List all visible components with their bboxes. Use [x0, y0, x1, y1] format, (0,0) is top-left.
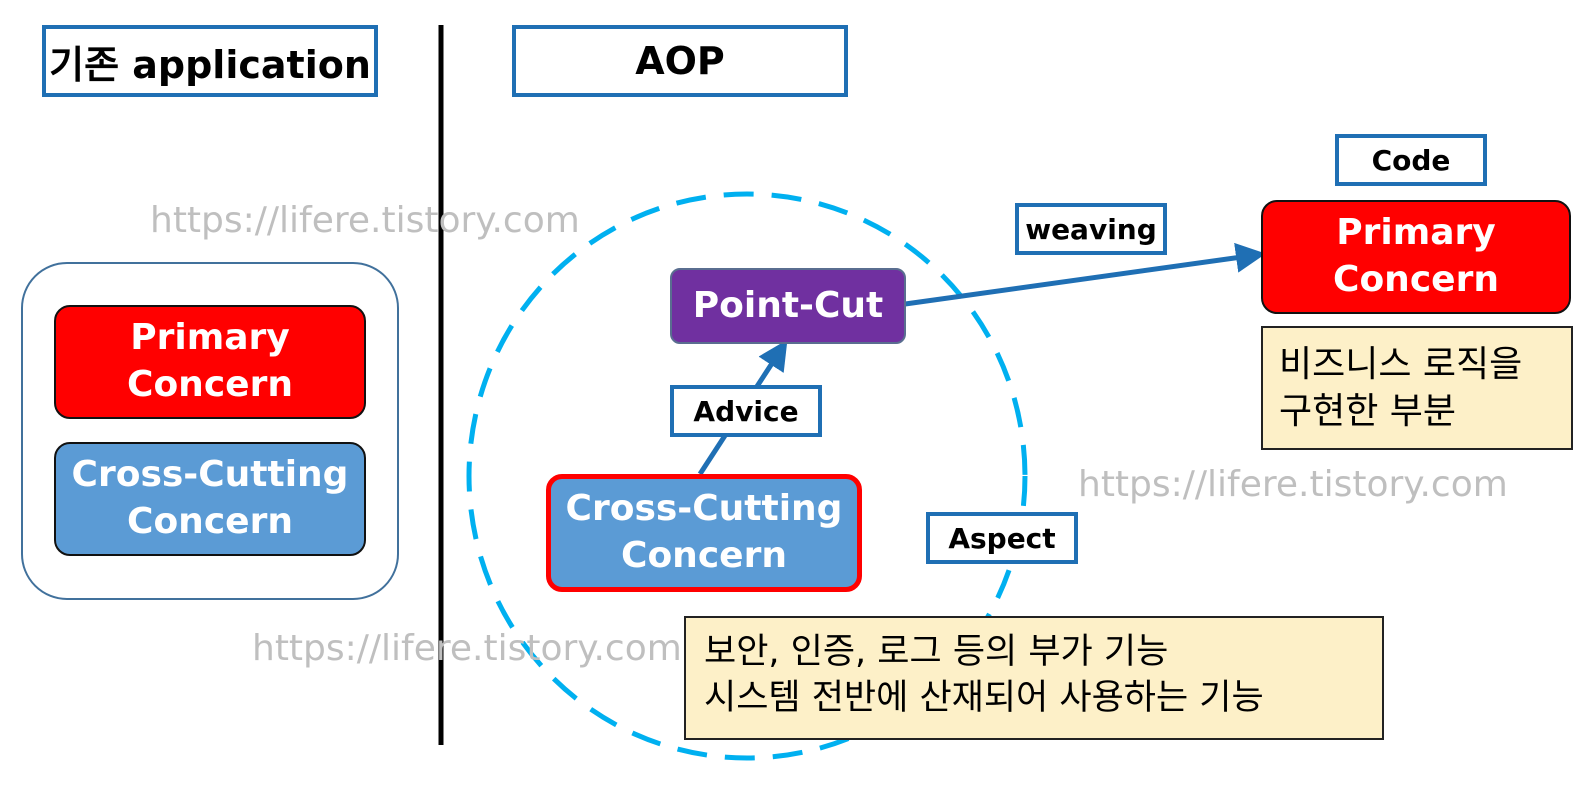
left-cross-cutting-concern: Cross-Cutting Concern: [54, 442, 366, 556]
cross-cutting-concern: Cross-Cutting Concern: [546, 474, 862, 592]
advice-label: Advice: [670, 385, 822, 437]
watermark-top-left: https://lifere.tistory.com: [150, 200, 580, 241]
weaving-label: weaving: [1015, 203, 1167, 255]
advice-text: Advice: [693, 394, 799, 428]
right-header: AOP: [512, 25, 848, 97]
watermark-right: https://lifere.tistory.com: [1078, 464, 1508, 505]
cross-line1: Cross-Cutting: [565, 488, 843, 530]
code-primary-line2: Concern: [1333, 259, 1499, 300]
point-cut-box: Point-Cut: [670, 268, 906, 344]
business-note-line1: 비즈니스 로직을: [1279, 344, 1523, 385]
left-primary-line1: Primary: [130, 317, 290, 359]
right-header-text: AOP: [635, 39, 725, 83]
left-primary-line2: Concern: [127, 364, 293, 405]
aspect-circle: [466, 191, 1028, 761]
business-logic-note: 비즈니스 로직을 구현한 부분: [1261, 326, 1573, 450]
code-primary-line1: Primary: [1336, 212, 1496, 254]
watermark-bottom-left: https://lifere.tistory.com: [252, 628, 682, 669]
aspect-text: Aspect: [948, 521, 1056, 555]
business-note-line2: 구현한 부분: [1279, 390, 1457, 432]
code-text: Code: [1371, 143, 1451, 177]
aspect-note: 보안, 인증, 로그 등의 부가 기능 시스템 전반에 산재되어 사용하는 기능: [684, 616, 1384, 740]
weaving-text: weaving: [1025, 212, 1157, 246]
left-primary-concern: Primary Concern: [54, 305, 366, 419]
left-cross-line1: Cross-Cutting: [71, 454, 349, 496]
aspect-note-line1: 보안, 인증, 로그 등의 부가 기능: [704, 632, 1169, 672]
code-primary-concern: Primary Concern: [1261, 200, 1571, 314]
cross-line2: Concern: [621, 535, 787, 576]
left-cross-line2: Concern: [127, 501, 293, 542]
aspect-label: Aspect: [926, 512, 1078, 564]
left-header-text: 기존 application: [49, 42, 371, 87]
left-header: 기존 application: [42, 25, 378, 97]
aspect-note-line2: 시스템 전반에 산재되어 사용하는 기능: [704, 677, 1264, 718]
code-label: Code: [1335, 134, 1487, 186]
weaving-arrow: [897, 242, 1266, 308]
point-cut-text: Point-Cut: [692, 284, 884, 326]
